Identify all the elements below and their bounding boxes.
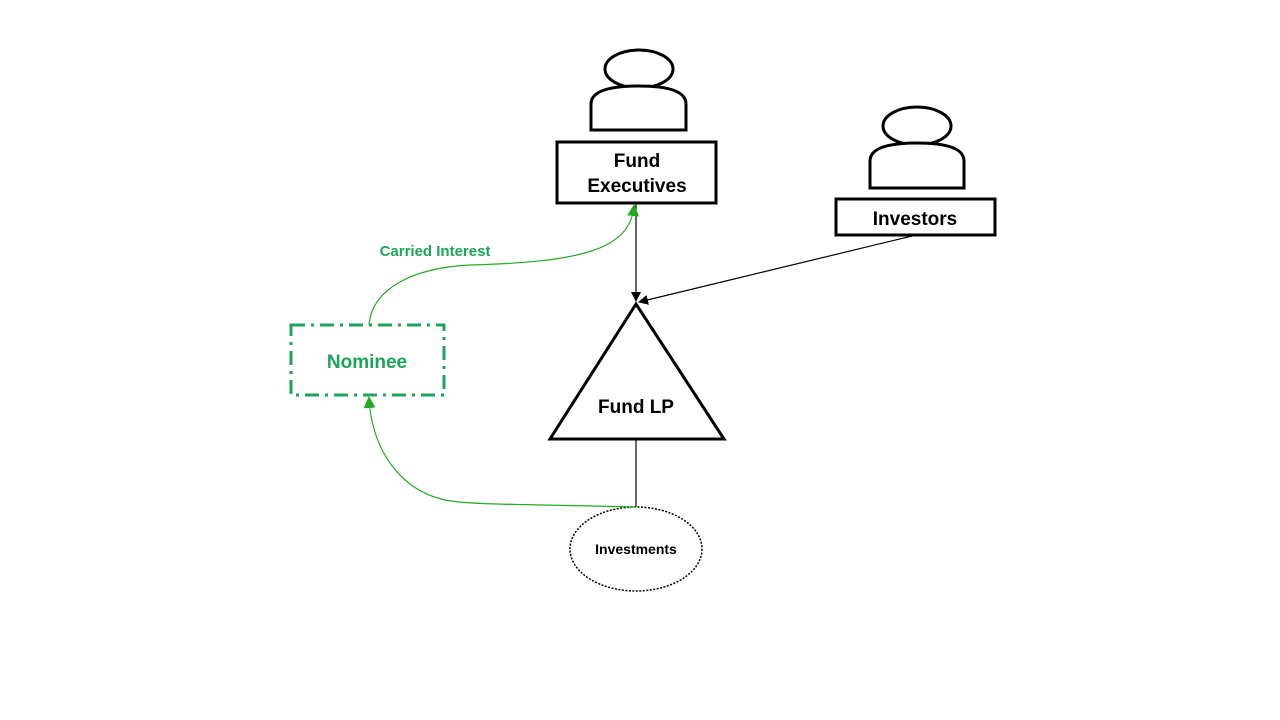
fund-executives-label-line1: Fund [614,151,660,172]
investors-person-icon [868,105,966,190]
fund-executives-person-icon [589,48,688,132]
edge-nominee-to-executives [368,204,640,326]
fund-executives-node[interactable]: Fund Executives [555,140,718,205]
investors-label: Investors [873,209,957,230]
investments-label: Investments [595,541,677,557]
fund-lp-node[interactable]: Fund LP [547,301,727,441]
investors-node[interactable]: Investors [834,197,997,237]
fund-lp-label: Fund LP [598,397,674,418]
edge-investments-to-nominee [363,396,637,508]
nominee-node[interactable]: Nominee [289,323,446,397]
fund-executives-label-line2: Executives [587,176,686,197]
carried-interest-label: Carried Interest [380,243,491,260]
edge-investors-to-fundlp [638,235,913,305]
investments-node[interactable]: Investments [569,506,703,592]
nominee-label: Nominee [327,352,407,373]
